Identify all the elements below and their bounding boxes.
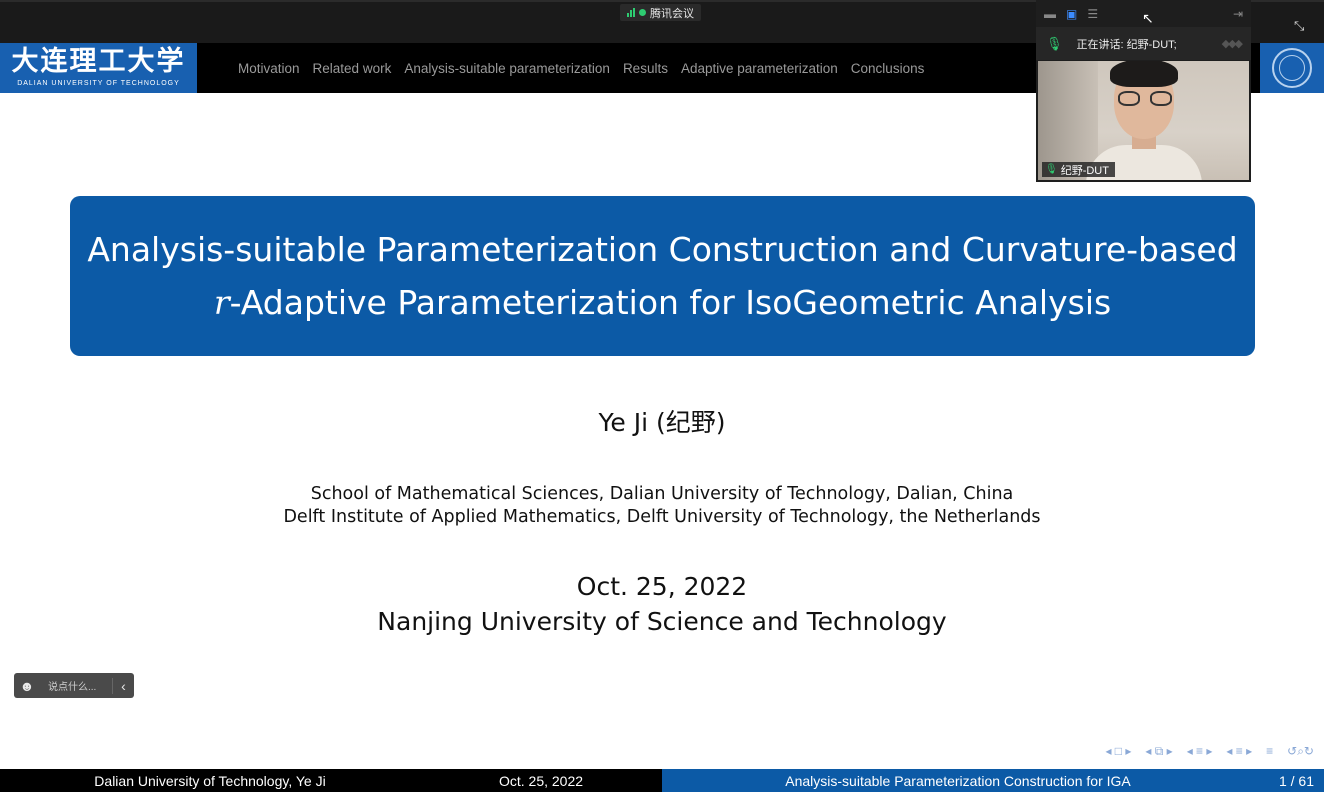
section-navigation: Motivation Related work Analysis-suitabl…: [238, 43, 924, 93]
signal-strength-icon: [627, 8, 635, 17]
video-panel: ▬ ▣ ☰ ⇥ ↖ 🎙 正在讲话: 纪野-DUT; ◆◆◆ 🎙 纪野-DUT: [1036, 0, 1251, 182]
section-nav-icon[interactable]: ◂ ≡ ▸: [1186, 744, 1213, 758]
beamer-navigation-symbols[interactable]: ◂ □ ▸ ◂ ⧉ ▸ ◂ ≡ ▸ ◂ ≡ ▸ ≡ ↺⌕↻: [1105, 744, 1314, 759]
participant-name-tag: 🎙 纪野-DUT: [1042, 162, 1115, 177]
slide-footer: Dalian University of Technology, Ye Ji O…: [0, 769, 1324, 792]
active-speaker-bar: 🎙 正在讲话: 纪野-DUT; ◆◆◆: [1036, 27, 1251, 60]
microphone-icon: 🎙: [1045, 164, 1058, 175]
participant-video[interactable]: 🎙 纪野-DUT: [1038, 61, 1249, 180]
nav-results[interactable]: Results: [622, 60, 668, 76]
logo-text-cn: 大连理工大学: [11, 46, 186, 77]
presentation-date: Oct. 25, 2022: [576, 572, 748, 601]
footer-title: Analysis-suitable Parameterization Const…: [785, 772, 1131, 789]
author: Ye Ji (纪野): [598, 408, 726, 437]
audio-wave-icon: ◆◆◆: [1221, 38, 1243, 50]
nav-adaptive[interactable]: Adaptive parameterization: [680, 60, 838, 76]
chevron-left-icon[interactable]: ‹: [112, 677, 134, 694]
footer-right: Analysis-suitable Parameterization Const…: [662, 769, 1324, 792]
exit-fullscreen-icon[interactable]: ⤡: [1294, 18, 1305, 33]
title-line-1: Analysis-suitable Parameterization Const…: [87, 230, 1238, 269]
venue: Nanjing University of Science and Techno…: [377, 607, 947, 636]
collapse-panel-icon[interactable]: ⇥: [1232, 6, 1243, 21]
title-line-2-text: -Adaptive Parameterization for IsoGeomet…: [229, 283, 1112, 322]
subsection-nav-icon[interactable]: ◂ ⧉ ▸: [1145, 744, 1173, 758]
university-logo: 大连理工大学 DALIAN UNIVERSITY OF TECHNOLOGY: [0, 43, 197, 93]
search-back-forward-icon[interactable]: ↺⌕↻: [1287, 744, 1314, 758]
affiliation-1: School of Mathematical Sciences, Dalian …: [310, 484, 1014, 504]
emoji-icon[interactable]: ☻: [19, 677, 35, 694]
minimize-icon[interactable]: ▬: [1044, 6, 1056, 21]
title-line-2: r-Adaptive Parameterization for IsoGeome…: [70, 276, 1255, 329]
document-nav-icon[interactable]: ◂ ≡ ▸: [1226, 744, 1253, 758]
appendix-icon[interactable]: ≡: [1266, 744, 1274, 758]
footer-left: Dalian University of Technology, Ye Ji O…: [0, 769, 662, 792]
speaker-label: 正在讲话: 纪野-DUT;: [1076, 38, 1177, 51]
footer-date: Oct. 25, 2022: [498, 772, 584, 789]
title-r-symbol: r: [213, 283, 230, 322]
nav-related-work[interactable]: Related work: [312, 60, 392, 76]
university-seal-icon: [1260, 43, 1324, 93]
participant-name: 纪野-DUT: [1060, 164, 1109, 177]
chat-input-pill[interactable]: ☻ 说点什么... ‹: [14, 673, 134, 698]
connection-dot-icon: [639, 9, 646, 16]
page-number: 1 / 61: [1278, 772, 1314, 789]
nav-conclusions[interactable]: Conclusions: [850, 60, 925, 76]
video-panel-toolbar: ▬ ▣ ☰ ⇥: [1036, 0, 1251, 27]
affiliation-2: Delft Institute of Applied Mathematics, …: [283, 507, 1041, 527]
frame-nav-icon[interactable]: ◂ □ ▸: [1105, 744, 1132, 758]
footer-author: Dalian University of Technology, Ye Ji: [94, 772, 326, 789]
mouse-cursor-icon: ↖: [1142, 10, 1154, 26]
microphone-icon: 🎙: [1046, 35, 1063, 51]
chat-input[interactable]: 说点什么...: [48, 682, 97, 693]
nav-motivation[interactable]: Motivation: [238, 60, 300, 76]
nav-analysis-suitable[interactable]: Analysis-suitable parameterization: [404, 60, 610, 76]
list-view-icon[interactable]: ☰: [1087, 6, 1099, 21]
title-block: Analysis-suitable Parameterization Const…: [70, 196, 1255, 356]
gallery-view-icon[interactable]: ▣: [1066, 6, 1078, 21]
meeting-app-name: 腾讯会议: [650, 7, 694, 20]
meeting-status-indicator[interactable]: 腾讯会议: [620, 4, 701, 21]
logo-text-en: DALIAN UNIVERSITY OF TECHNOLOGY: [17, 80, 180, 87]
